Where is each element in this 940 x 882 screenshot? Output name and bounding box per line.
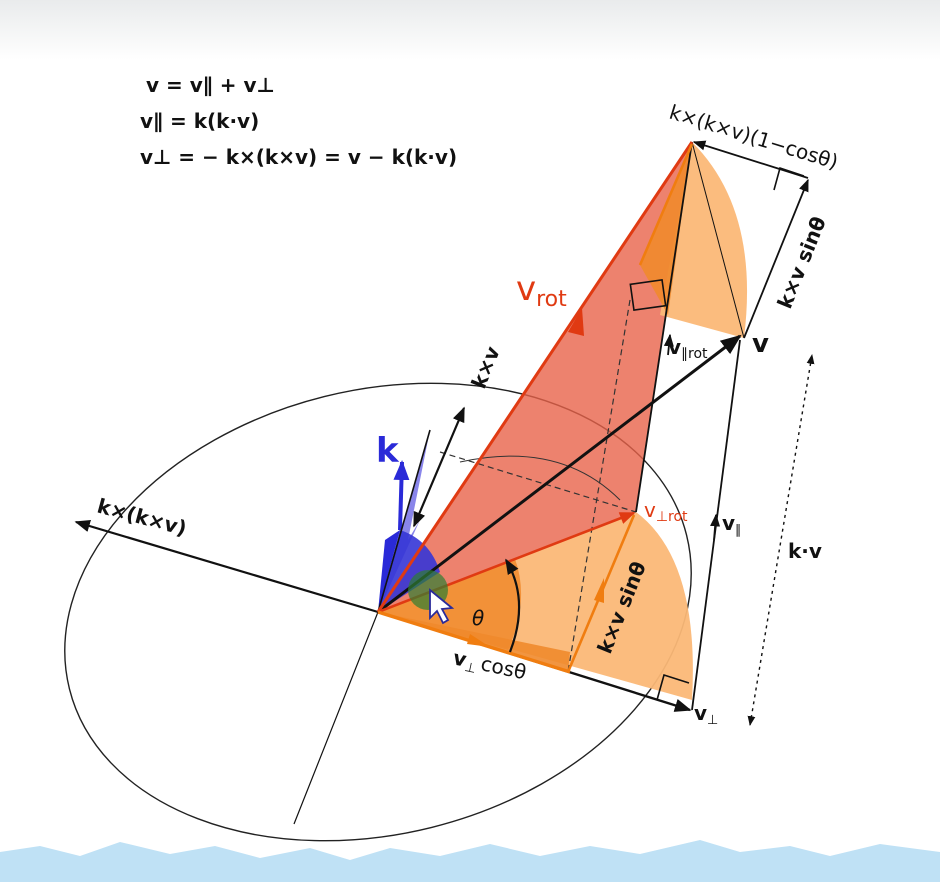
right-term-label: k×v sinθ <box>772 213 831 312</box>
v-par-rot-line <box>635 141 693 513</box>
k-cross-k-cross-v-arrow <box>74 520 379 614</box>
v-par-label: v∥ <box>722 511 742 538</box>
k-cross-v-sin-arrowhead <box>594 578 604 603</box>
right-angle-bottom <box>656 673 690 701</box>
top-shade-band <box>0 0 940 60</box>
k-label: k <box>376 431 400 471</box>
top-term-arrow <box>692 140 809 179</box>
right-angle-top <box>773 166 805 191</box>
right-term-arrow <box>743 178 809 339</box>
equation-line-3: v⊥ = − k×(k×v) = v − k(k·v) <box>140 145 457 169</box>
theta-label: θ <box>472 606 484 630</box>
equation-line-2: v∥ = k(k·v) <box>140 109 259 133</box>
theta-arc <box>505 558 521 653</box>
mouse-pointer-icon <box>429 588 455 625</box>
k-blue-wedge <box>378 530 440 612</box>
top-orange-arrow <box>638 143 694 266</box>
dashed-line-1 <box>439 451 637 513</box>
v-vector-arrow <box>377 334 742 614</box>
v-perp-label: v⊥ <box>694 701 718 728</box>
v-rot-arrow <box>376 141 694 613</box>
k-cross-v-arrow <box>412 406 466 528</box>
lower-radius-line <box>293 611 379 825</box>
k-dot-v-label: k·v <box>788 539 822 563</box>
v-perp-cos-arrowhead <box>467 634 490 647</box>
mountain-range-decoration <box>0 840 940 882</box>
right-angle-mid <box>629 278 667 312</box>
equations-block: v = v∥ + v⊥ v∥ = k(k·v) v⊥ = − k×(k×v) =… <box>140 73 457 169</box>
v-label: v <box>752 329 769 359</box>
top-orange-wedge <box>640 142 692 315</box>
v-top-link <box>691 141 745 339</box>
v-rot-label: vrot <box>516 269 567 312</box>
v-par-rot-small-arrow <box>663 333 674 356</box>
equation-line-1: v = v∥ + v⊥ <box>146 73 275 97</box>
k-cross-v-label: k×v <box>466 343 504 392</box>
dashed-line-2 <box>567 299 631 673</box>
top-orange-sector <box>660 142 748 338</box>
v-rot-midarrow <box>568 308 584 336</box>
v-perp-rot-label: v⊥rot <box>644 498 688 525</box>
v-par-small-arrow <box>710 513 721 541</box>
rotation-plane-ellipse <box>64 382 692 842</box>
v-par-rot-label: v∥rot <box>668 335 708 362</box>
arc-upper <box>459 455 621 501</box>
k-cross-k-cross-v-label: k×(k×v) <box>95 494 190 541</box>
k-vector-arrow <box>393 460 410 531</box>
k-axis-line <box>377 429 431 613</box>
theta-wedge <box>378 559 522 650</box>
